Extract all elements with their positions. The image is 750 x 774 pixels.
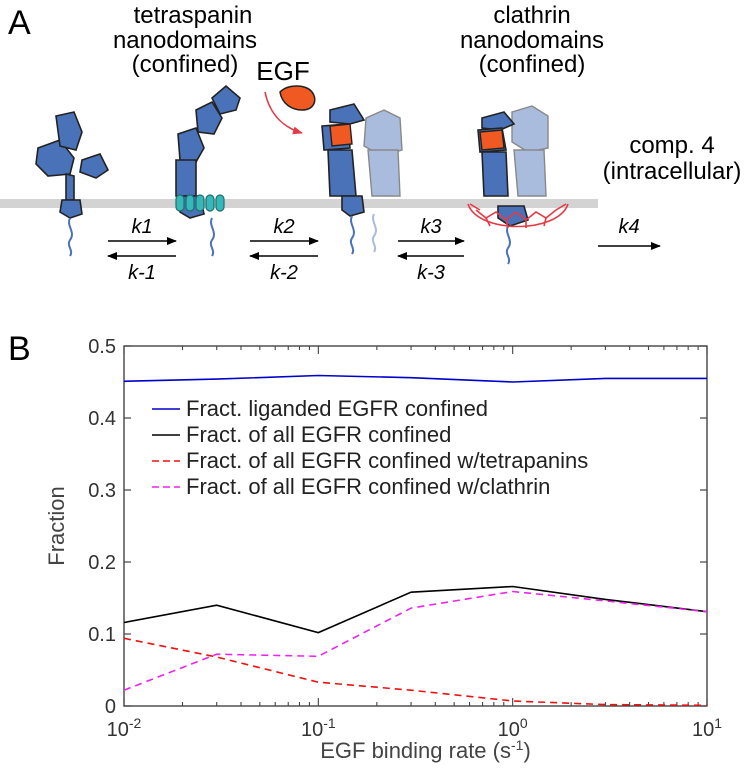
rate-k-1: k-1 [128, 262, 156, 284]
bound-egf-icon [329, 123, 353, 147]
series-line-3 [123, 637, 708, 707]
plot-frame [123, 345, 708, 707]
clathrin-label: clathrin nanodomains (confined) [460, 2, 604, 78]
y-tick-label: 0.3 [88, 480, 116, 502]
legend-label: Fract. of all EGFR confined [186, 422, 451, 447]
svg-text:comp. 4: comp. 4 [629, 132, 714, 159]
svg-text:nanodomains: nanodomains [113, 27, 257, 54]
svg-text:(confined): (confined) [479, 51, 586, 78]
svg-text:(intracellular): (intracellular) [603, 158, 742, 185]
series-line-4 [123, 590, 708, 691]
svg-text:nanodomains: nanodomains [460, 27, 604, 54]
receptor-dimer-faded-icon [363, 109, 403, 253]
rate-k4: k4 [618, 216, 639, 238]
y-tick-label: 0.1 [88, 624, 116, 646]
rate-k-3: k-3 [417, 262, 445, 284]
panel-b-letter: B [8, 330, 31, 368]
receptor-tetraspanin-icon [175, 84, 241, 257]
egf-label: EGF [256, 56, 309, 86]
panel-a: A tetraspanin nanodomains (confined) cla… [0, 2, 741, 284]
tetraspanin-label: tetraspanin nanodomains (confined) [113, 2, 257, 78]
y-tick-label: 0.2 [88, 552, 116, 574]
legend-label: Fract. of all EGFR confined w/clathrin [186, 474, 550, 499]
svg-text:tetraspanin: tetraspanin [134, 2, 253, 29]
rate-arrows-k3: k3 k-3 [397, 216, 465, 284]
legend-label: Fract. liganded EGFR confined [186, 396, 488, 421]
panel-b: B 0 0.1 0.2 0.3 0.4 0.5 10-2 10-1 100 101 Fractio… [8, 330, 722, 763]
tick-labels: 0 0.1 0.2 0.3 0.4 0.5 10-2 10-1 100 101 [88, 336, 722, 741]
svg-text:(confined): (confined) [132, 51, 239, 78]
series-line-2 [123, 585, 708, 634]
rate-arrows-k2: k2 k-2 [249, 216, 319, 284]
x-tick-label: 101 [692, 715, 722, 741]
legend-label: Fract. of all EGFR confined w/tetrapanin… [186, 448, 588, 473]
y-axis-label: Fraction [44, 486, 69, 565]
series-layer [123, 374, 708, 707]
svg-text:clathrin: clathrin [493, 2, 570, 29]
tetraspanin-cluster-icon [175, 194, 225, 212]
receptor-clathrin-faded-icon [511, 105, 549, 197]
rate-arrows-k4: k4 [598, 216, 661, 250]
rate-k2: k2 [273, 216, 294, 238]
receptor-monomer-icon [35, 111, 110, 257]
membrane [0, 199, 598, 208]
y-tick-label: 0.5 [88, 336, 116, 358]
bound-egf-clathrin-icon [479, 129, 505, 151]
x-tick-label: 10-1 [301, 715, 336, 741]
x-axis-label: EGF binding rate (s-1) [320, 737, 531, 763]
comp4-label: comp. 4 (intracellular) [603, 132, 742, 185]
x-tick-label: 10-2 [107, 715, 142, 741]
egf-ligand-icon [279, 85, 316, 111]
rate-k1: k1 [131, 216, 152, 238]
rate-k3: k3 [420, 216, 441, 238]
clathrin-coat-icon [467, 203, 569, 229]
y-tick-label: 0.4 [88, 408, 116, 430]
series-line-1 [123, 374, 707, 383]
y-tick-label: 0 [105, 696, 116, 718]
rate-k-2: k-2 [270, 262, 298, 284]
rate-arrows-k1: k1 k-1 [107, 216, 177, 284]
axes-frame [123, 345, 708, 707]
egf-binding-arrow [264, 91, 303, 135]
x-tick-label: 100 [498, 715, 528, 741]
panel-a-letter: A [8, 4, 31, 42]
